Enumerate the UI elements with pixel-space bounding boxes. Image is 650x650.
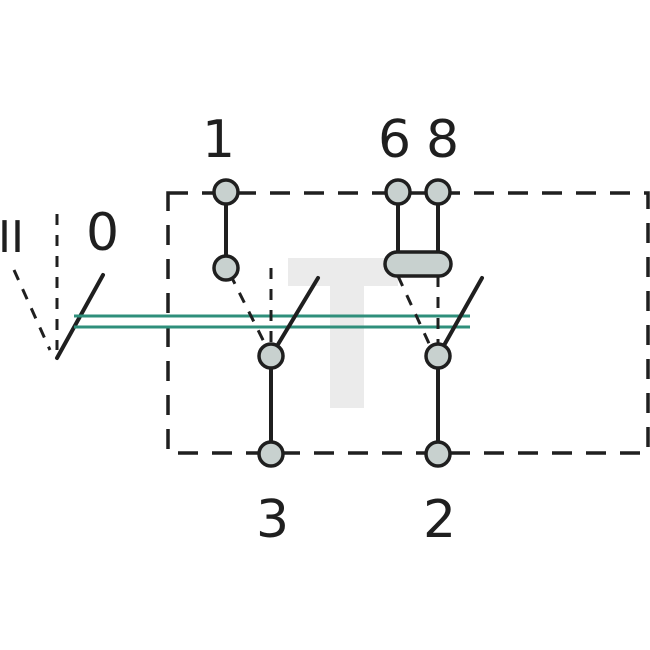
terminal-1-contact [212,254,240,282]
position-indicator: II 0 [0,203,119,360]
terminal-2 [424,440,452,468]
pole-b [383,190,484,456]
pole-a [224,190,320,456]
terminal-label-2: 2 [423,490,456,550]
terminal-label-6: 6 [378,110,411,170]
watermark-logo [288,258,398,408]
terminal-label-1: 1 [202,110,235,170]
terminal-1 [212,178,240,206]
terminal-label-8: 8 [426,110,459,170]
terminal-6 [384,178,412,206]
terminal-3 [257,440,285,468]
bridge-contact [383,250,453,278]
switch-housing-outline [166,191,650,455]
terminal-3-pivot [257,342,285,370]
terminal-label-3: 3 [256,490,289,550]
terminal-8 [424,178,452,206]
position-label-0: 0 [86,203,119,263]
terminal-2-pivot [424,342,452,370]
position-label-ii: II [0,212,24,263]
